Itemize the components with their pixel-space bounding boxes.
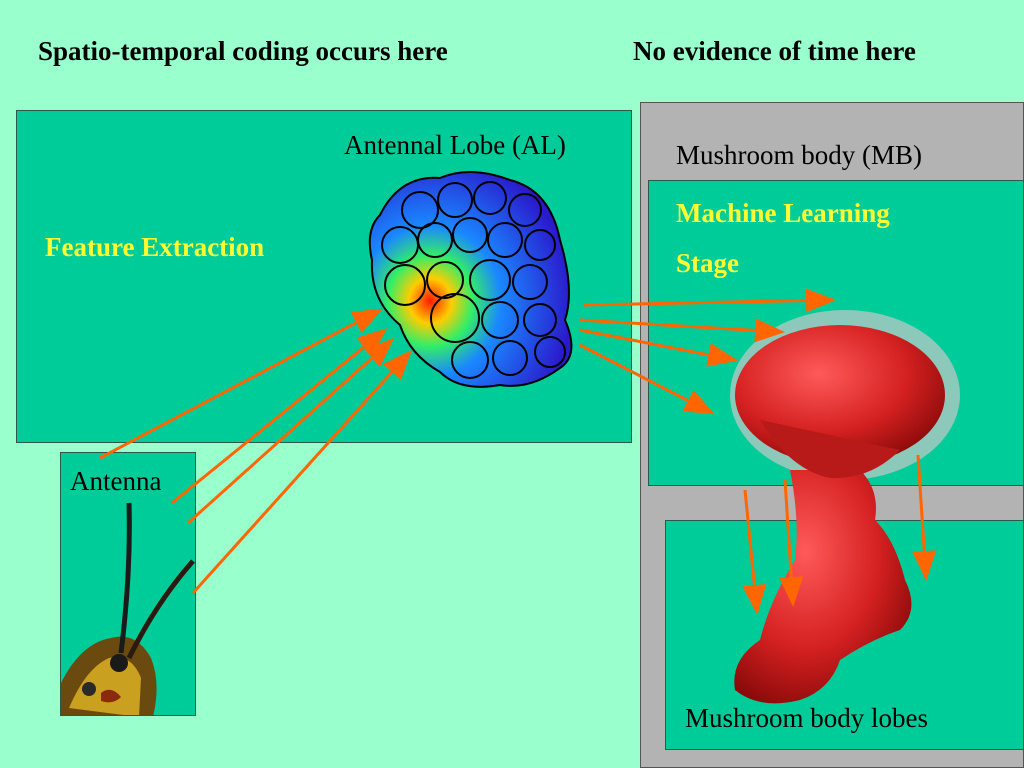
feature-extraction-label: Feature Extraction — [45, 232, 265, 262]
antenna-image — [61, 502, 195, 715]
heading-no-time: No evidence of time here — [633, 36, 916, 66]
mushroom-body-image — [730, 310, 960, 704]
heading-spatio-temporal: Spatio-temporal coding occurs here — [38, 36, 448, 66]
antenna-label: Antenna — [70, 466, 162, 496]
machine-learning-stage-label: Stage — [676, 248, 739, 278]
antennal-lobe-image — [368, 170, 573, 388]
mushroom-body-lobes-label: Mushroom body lobes — [685, 703, 928, 733]
antenna-panel — [60, 452, 196, 716]
machine-learning-label: Machine Learning — [676, 198, 890, 228]
antennal-lobe-label: Antennal Lobe (AL) — [344, 130, 566, 160]
mushroom-body-label: Mushroom body (MB) — [676, 140, 923, 170]
